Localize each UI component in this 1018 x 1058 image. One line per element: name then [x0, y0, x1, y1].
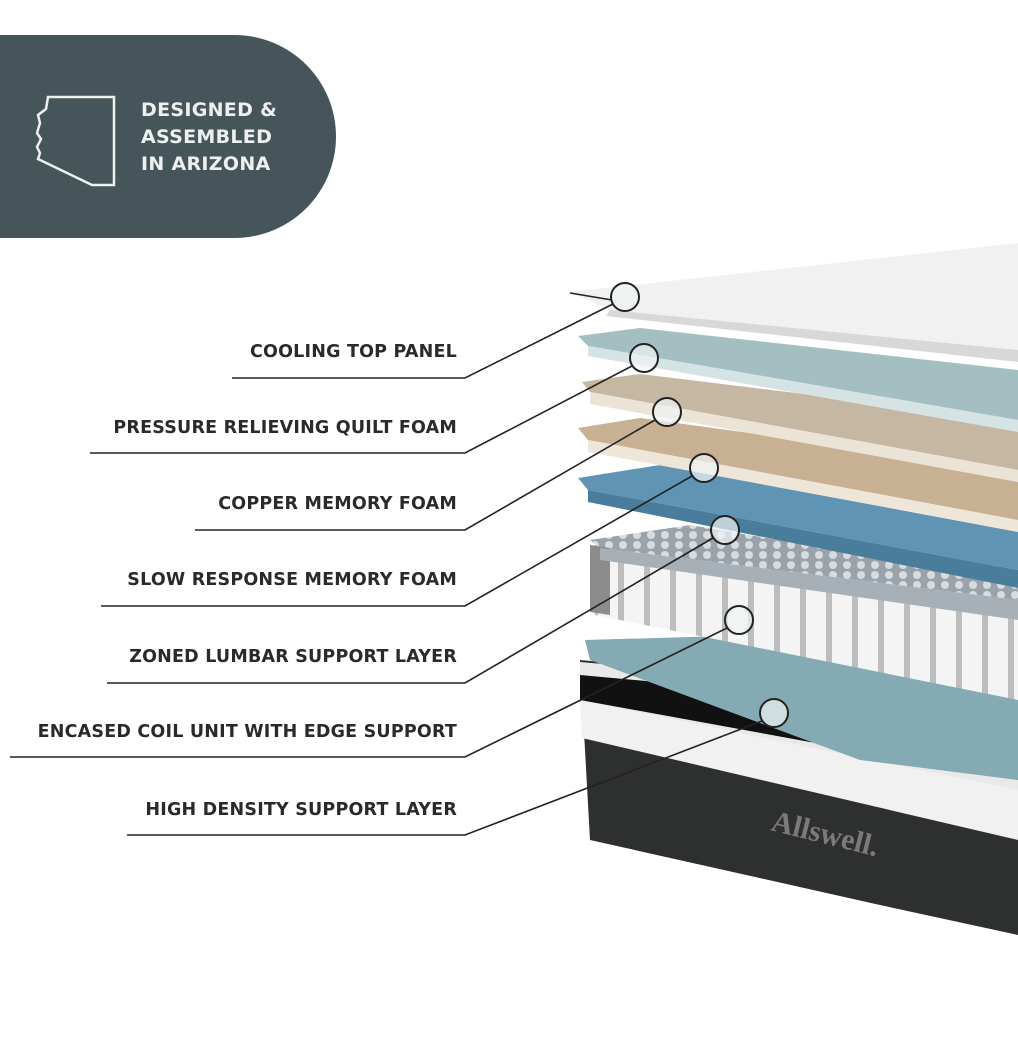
callout-marker [710, 515, 740, 545]
layer-label: COPPER MEMORY FOAM [218, 494, 457, 514]
pressure-relieving-layer [578, 328, 1018, 432]
leader-lines [10, 292, 763, 836]
callout-marker [724, 605, 754, 635]
callout-marker [689, 453, 719, 483]
coil-unit [590, 525, 1018, 700]
layer-label: HIGH DENSITY SUPPORT LAYER [145, 800, 457, 820]
quilt-foam-layer [582, 374, 1018, 482]
badge-line: ASSEMBLED [141, 126, 273, 148]
callout-markers [610, 282, 789, 728]
callout-marker [652, 397, 682, 427]
made-in-arizona-badge: DESIGNED & ASSEMBLED IN ARIZONA [0, 35, 336, 238]
callout-marker [610, 282, 640, 312]
layer-label: ZONED LUMBAR SUPPORT LAYER [129, 647, 457, 667]
layer-label: COOLING TOP PANEL [249, 342, 457, 362]
badge-text: DESIGNED & ASSEMBLED IN ARIZONA [141, 97, 277, 178]
callout-marker [759, 698, 789, 728]
slow-response-layer [578, 465, 1018, 588]
cooling-top-panel-layer [570, 243, 1018, 362]
layer-label: SLOW RESPONSE MEMORY FOAM [127, 570, 457, 590]
badge-line: IN ARIZONA [141, 153, 271, 175]
callout-marker [629, 343, 659, 373]
layer-label: PRESSURE RELIEVING QUILT FOAM [113, 418, 457, 438]
arizona-state-outline-icon [35, 95, 116, 187]
badge-line: DESIGNED & [141, 99, 277, 121]
layer-label: ENCASED COIL UNIT WITH EDGE SUPPORT [37, 722, 457, 742]
